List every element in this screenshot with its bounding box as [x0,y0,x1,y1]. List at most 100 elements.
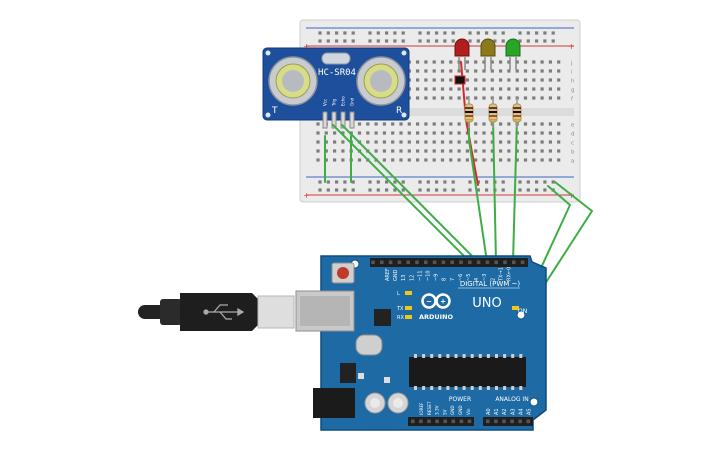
rail-hole [426,31,430,35]
mcu-pin [414,386,417,390]
breadboard-hole [399,140,403,144]
mcu-pin [430,386,434,390]
breadboard-hole [540,131,544,135]
breadboard-hole [540,140,544,144]
sensor-pin-label: Trig [332,98,337,107]
header-pin-hole [411,419,415,424]
breadboard-hole [482,149,486,153]
breadboard-hole [424,60,428,64]
top-pin-label: RX←0 [507,267,513,281]
header-pin-hole [371,260,375,265]
breadboard-hole [440,140,445,144]
arduino-logo: − + [421,293,451,309]
breadboard-hole [507,140,511,144]
breadboard-hole [333,131,337,135]
rail-hole [343,180,347,184]
rail-hole [326,180,330,184]
rail-hole [501,31,505,35]
breadboard-hole [424,158,428,162]
breadboard-hole [465,78,469,82]
breadboard-hole [424,140,428,144]
rail-hole [351,188,355,192]
header-pin-hole [415,260,419,265]
breadboard-hole [449,96,453,100]
breadboard-hole [424,69,428,73]
breadboard-hole [523,158,528,162]
usb-icon [203,304,245,320]
breadboard-hole [557,60,561,64]
breadboard-hole [499,140,503,144]
breadboard-hole [391,158,395,162]
crystal-oscillator [355,334,383,356]
breadboard-hole [391,149,395,153]
capacitor-top [370,398,380,408]
svg-text:+: + [440,298,446,306]
breadboard-hole [465,87,469,91]
breadboard-hole [416,96,420,100]
breadboard-hole [482,69,486,73]
breadboard-hole [449,60,453,64]
breadboard-hole [482,96,486,100]
rail-hole [335,180,339,184]
mcu-pin [495,386,498,390]
breadboard-hole [548,131,552,135]
breadboard-hole [532,149,536,153]
status-led [405,315,412,319]
breadboard-hole [540,122,544,126]
breadboard-hole [440,78,445,82]
analog-pin-label: A3 [510,408,516,415]
mcu-pin [503,386,507,390]
rail-hole [426,188,430,192]
breadboard-hole [366,131,370,135]
breadboard-hole [499,60,503,64]
header-pin-hole [380,260,384,265]
breadboard-hole [407,140,411,144]
rail-hole [351,39,355,43]
breadboard-hole [482,158,486,162]
breadboard-hole [341,140,345,144]
rail-hole [401,31,405,35]
reset-button-cap[interactable] [337,267,349,279]
mcu-pin [486,386,490,390]
breadboard-hole [482,87,486,91]
leds [454,38,522,128]
rail-hole [376,180,380,184]
green-wire-trig [332,124,471,263]
breadboard-hole [432,96,436,100]
breadboard-hole [482,60,486,64]
breadboard-hole [482,122,486,126]
rail-hole [426,39,430,43]
breadboard-hole [465,60,469,64]
header-pin-hole [435,419,439,424]
rail-hole [376,39,380,43]
sensor-model-label: HC-SR04 [318,68,356,78]
rail-hole [543,188,547,192]
breadboard-hole [490,69,494,73]
on-led [512,306,519,310]
breadboard-hole [399,131,403,135]
header-pin-hole [432,260,437,265]
rail-hole [418,180,422,184]
rail-hole [401,188,405,192]
breadboard-hole [424,78,428,82]
breadboard-hole [341,149,345,153]
breadboard-hole [515,149,519,153]
breadboard-hole [449,149,453,153]
rail-hole [493,31,497,35]
resistors [464,96,522,128]
breadboard-hole [507,87,511,91]
breadboard-hole [507,131,511,135]
header-pin-hole [459,260,463,265]
breadboard-hole [548,158,552,162]
sensor-pin [322,111,328,129]
rail-hole [485,31,489,35]
usb-b-socket-inner [300,296,350,326]
resistor-2 [488,98,498,128]
microcontroller-pins [414,354,523,390]
breadboard-hole [449,122,453,126]
rail-hole [318,31,322,35]
header-pin-hole [476,260,481,265]
breadboard-hole [532,122,536,126]
breadboard-hole [449,140,453,144]
